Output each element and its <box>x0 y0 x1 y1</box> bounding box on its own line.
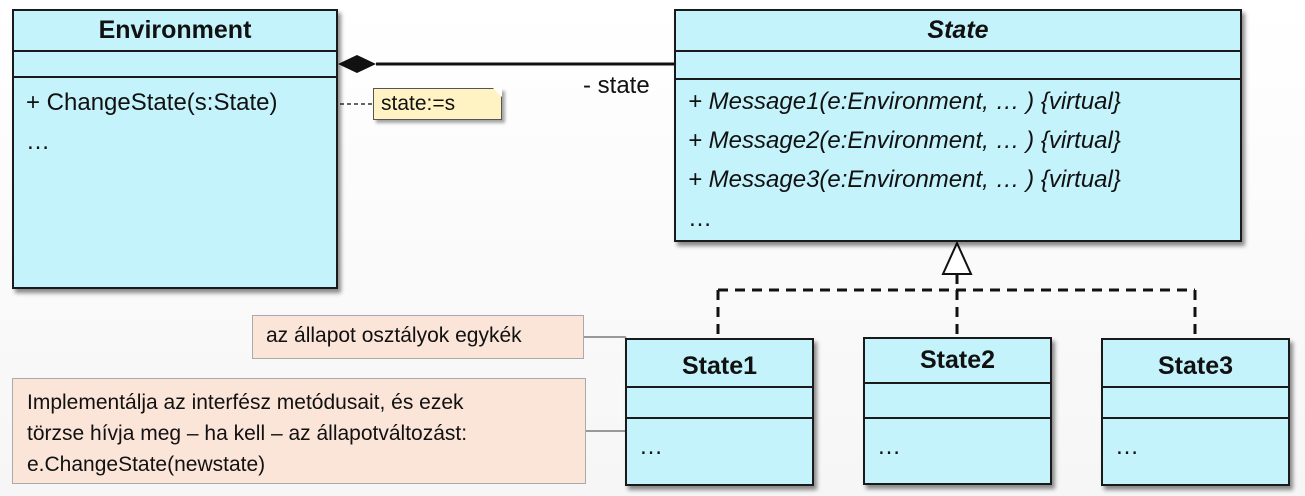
environment-attributes <box>14 52 336 78</box>
state1-operations: … <box>639 433 663 460</box>
state1-attributes <box>627 388 812 419</box>
state2-operations: … <box>877 433 901 460</box>
comment-implementation-line: törzse hívja meg – ha kell – az állapotv… <box>27 422 468 445</box>
environment-class: Environment + ChangeState(s:State) … <box>12 9 338 289</box>
state3-operations: … <box>1115 433 1139 460</box>
comment-implementation: Implementálja az interfész metódusait, é… <box>12 378 586 484</box>
composition-diamond <box>338 55 376 73</box>
state-class-name: State <box>676 11 1240 52</box>
environment-operations: + ChangeState(s:State) … <box>14 78 336 161</box>
state-operation: + Message2(e:Environment, … ) {virtual} <box>688 127 1121 154</box>
state-attributes <box>676 52 1240 80</box>
comment-implementation-line: Implementálja az interfész metódusait, é… <box>27 391 464 414</box>
state2-class: State2 … <box>863 337 1052 485</box>
comment-singletons-text: az állapot osztályok egykék <box>266 324 522 347</box>
state1-class: State1 … <box>625 338 814 486</box>
realization-arrowhead <box>941 240 973 275</box>
state-operation: … <box>688 205 712 232</box>
environment-operation: + ChangeState(s:State) <box>26 89 278 116</box>
state2-class-name: State2 <box>865 339 1050 384</box>
environment-operation: … <box>26 128 50 155</box>
state3-attributes <box>1103 388 1288 419</box>
comment-singletons: az állapot osztályok egykék <box>252 315 584 359</box>
state-operations: + Message1(e:Environment, … ) {virtual} … <box>676 80 1240 238</box>
state-operation: + Message1(e:Environment, … ) {virtual} <box>688 88 1121 115</box>
state-operation: + Message3(e:Environment, … ) {virtual} <box>688 166 1121 193</box>
state1-class-name: State1 <box>627 340 812 388</box>
environment-class-name: Environment <box>14 11 336 52</box>
state2-attributes <box>865 384 1050 419</box>
state3-class: State3 … <box>1101 338 1290 486</box>
association-role-label: - state <box>583 72 650 99</box>
state3-class-name: State3 <box>1103 340 1288 388</box>
state-class: State + Message1(e:Environment, … ) {vir… <box>674 9 1242 242</box>
comment-implementation-line: e.ChangeState(newstate) <box>27 453 266 476</box>
note-state-assign: state:=s <box>373 88 502 120</box>
